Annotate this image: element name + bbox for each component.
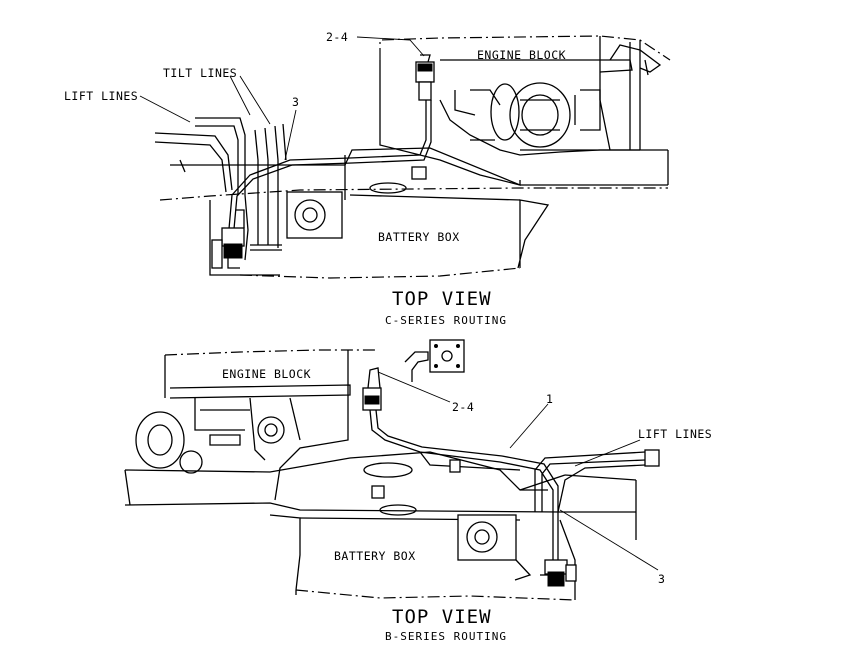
lower-callouts: 2-4 1 LIFT LINES 3 — [377, 371, 712, 586]
upper-lift-lines-label: LIFT LINES — [64, 89, 138, 103]
upper-callouts: 2-4 TILT LINES LIFT LINES 3 — [64, 30, 425, 161]
upper-battery-box-label: BATTERY BOX — [378, 230, 460, 244]
lower-lift-lines-label: LIFT LINES — [638, 427, 712, 441]
lower-engine-block-label: ENGINE BLOCK — [222, 367, 311, 381]
c-series-view: ENGINE BLOCK BATTERY BOX — [64, 30, 671, 327]
lower-hydraulic-lines — [362, 339, 660, 587]
lower-callout-1: 1 — [546, 392, 553, 406]
lower-callout-2-4: 2-4 — [452, 400, 474, 414]
upper-callout-2-4: 2-4 — [326, 30, 348, 44]
lower-frame — [124, 451, 637, 540]
upper-engine-block: ENGINE BLOCK — [379, 35, 671, 186]
upper-view-title: TOP VIEW — [392, 288, 492, 310]
lower-callout-3: 3 — [658, 572, 665, 586]
upper-callout-3: 3 — [292, 95, 299, 109]
upper-engine-block-label: ENGINE BLOCK — [477, 48, 566, 62]
upper-tilt-lines-label: TILT LINES — [163, 66, 237, 80]
b-series-view: ENGINE BLOCK BATTERY BOX — [124, 339, 712, 643]
upper-battery-box: BATTERY BOX — [209, 166, 550, 279]
upper-view-subtitle: C-SERIES ROUTING — [385, 314, 507, 327]
lower-battery-box: BATTERY BOX — [269, 462, 576, 601]
upper-frame — [159, 147, 669, 201]
lower-battery-box-label: BATTERY BOX — [334, 549, 416, 563]
lower-view-subtitle: B-SERIES ROUTING — [385, 630, 507, 643]
upper-hydraulic-lines — [154, 54, 435, 269]
lower-view-title: TOP VIEW — [392, 606, 492, 628]
lower-engine-block: ENGINE BLOCK — [135, 349, 378, 501]
